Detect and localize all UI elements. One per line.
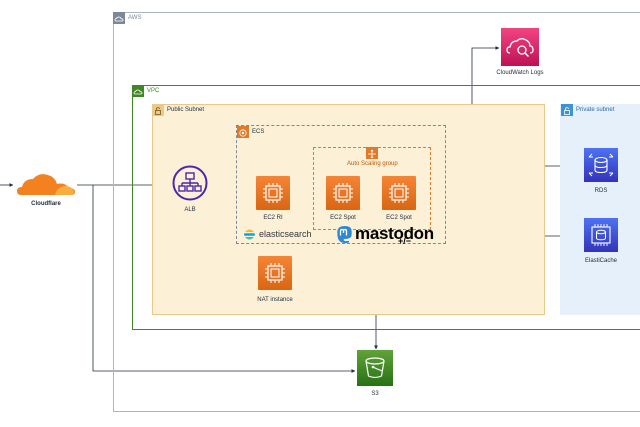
arrow-cloudflare-s3 bbox=[92, 185, 356, 373]
asg-label: Auto Scaling group bbox=[347, 161, 398, 167]
private-subnet-label: Private subnet bbox=[576, 107, 615, 113]
vpc-icon bbox=[132, 85, 144, 97]
aws-cloud-group bbox=[113, 12, 640, 412]
rds-icon bbox=[584, 148, 618, 182]
mastodon-logo: mastodon bbox=[336, 222, 434, 246]
nat-instance-label: NAT instance bbox=[257, 297, 293, 303]
elasticsearch-icon bbox=[244, 229, 255, 239]
vpc-group-label: VPC bbox=[147, 88, 160, 94]
alb-label: ALB bbox=[184, 207, 196, 213]
mastodon-wordmark: mastodon bbox=[355, 224, 434, 243]
ec2-spot-1-icon bbox=[326, 176, 360, 210]
cloudwatch-logs-label: CloudWatch Logs bbox=[496, 70, 544, 76]
aws-group-label: AWS bbox=[128, 15, 142, 21]
s3-icon bbox=[357, 350, 393, 386]
rds-label: RDS bbox=[594, 188, 608, 194]
public-subnet-icon bbox=[152, 104, 164, 116]
ec2-spot-1-label: EC2 Spot bbox=[330, 215, 356, 221]
elasticsearch-logo: elasticsearch bbox=[243, 227, 312, 241]
aws-cloud-icon bbox=[113, 12, 125, 24]
ec2-ri-label: EC2 RI bbox=[263, 215, 283, 221]
vpc-group bbox=[132, 85, 640, 330]
nat-instance-icon bbox=[258, 256, 292, 290]
cloudwatch-logs-icon bbox=[501, 28, 539, 66]
ecs-icon bbox=[237, 126, 249, 138]
ecs-group bbox=[236, 125, 446, 244]
mastodon-plus-minus: +/− bbox=[398, 236, 412, 246]
asg-icon bbox=[366, 147, 378, 159]
public-subnet-label: Public Subnet bbox=[167, 107, 205, 113]
private-subnet-group bbox=[560, 104, 640, 315]
alb-icon bbox=[172, 165, 208, 201]
elasticsearch-wordmark: elasticsearch bbox=[259, 229, 312, 239]
s3-label: S3 bbox=[371, 391, 379, 397]
mastodon-icon bbox=[337, 225, 352, 243]
ec2-ri-icon bbox=[256, 176, 290, 210]
ec2-spot-2-label: EC2 Spot bbox=[386, 215, 412, 221]
elasticache-label: ElastiCache bbox=[584, 258, 617, 264]
ec2-spot-2-icon bbox=[382, 176, 416, 210]
cloudflare-label: Cloudflare bbox=[31, 201, 61, 207]
cloudflare-icon bbox=[15, 169, 77, 199]
elasticache-icon bbox=[584, 218, 618, 252]
private-subnet-icon bbox=[561, 104, 573, 116]
ecs-group-label: ECS bbox=[252, 129, 265, 135]
